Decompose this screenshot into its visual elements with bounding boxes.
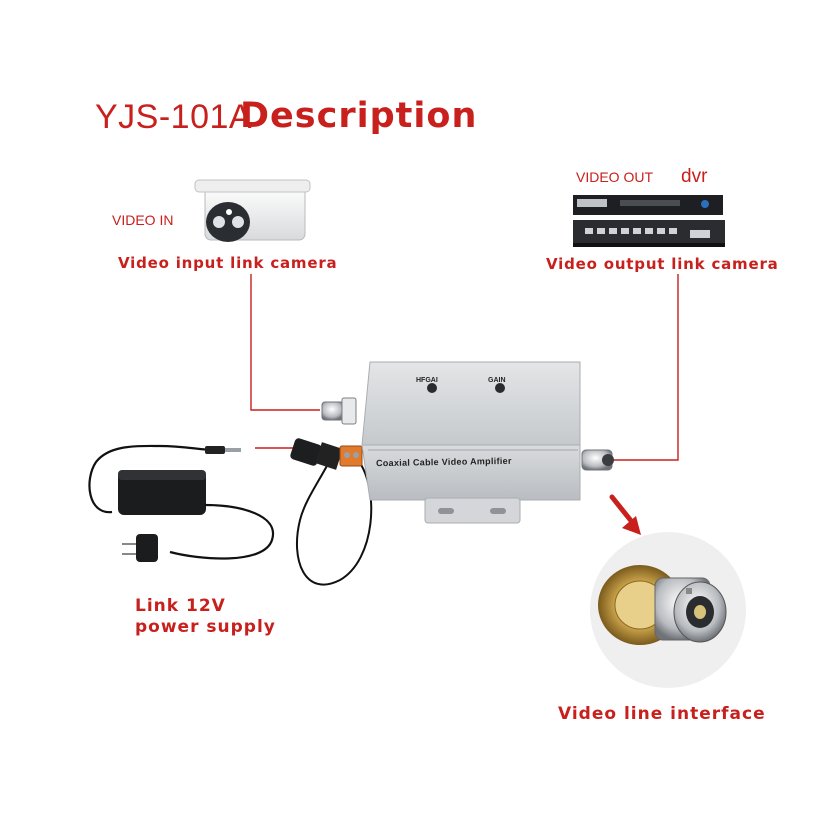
dvr-icon — [573, 195, 725, 247]
output-bnc-connector-icon — [582, 450, 614, 470]
power-adapter-icon — [89, 446, 273, 562]
input-bnc-connector-icon — [322, 398, 356, 424]
power-pigtail-icon — [289, 437, 371, 584]
gain-knob-icon — [495, 383, 505, 393]
gain-label: GAIN — [488, 377, 506, 384]
arrow-icon — [612, 497, 641, 535]
camera-icon — [195, 180, 310, 242]
hfgai-label: HFGAI — [416, 377, 438, 384]
amplifier-device — [322, 362, 614, 523]
bnc-interface-closeup-icon — [590, 532, 746, 688]
hfgai-knob-icon — [427, 383, 437, 393]
